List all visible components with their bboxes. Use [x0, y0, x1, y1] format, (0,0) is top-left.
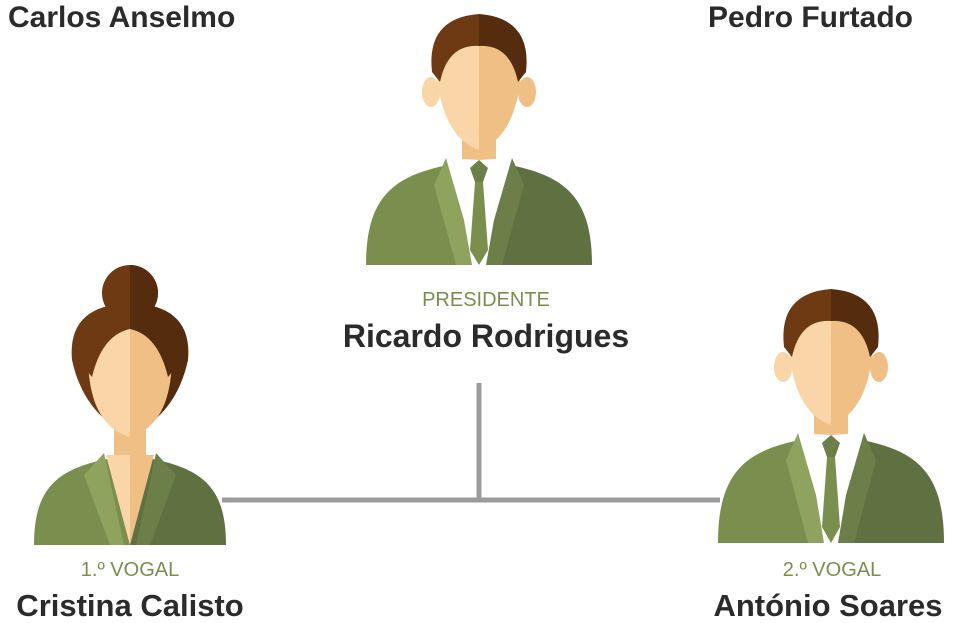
president-avatar: [366, 14, 592, 265]
top-left-name: Carlos Anselmo: [8, 1, 236, 34]
vogal-1-avatar: [34, 265, 226, 545]
vogal-1-role: 1.º VOGAL: [80, 559, 180, 581]
vogal-2-name: António Soares: [713, 588, 943, 623]
vogal-2-role: 2.º VOGAL: [782, 559, 882, 581]
vogal-1-name: Cristina Calisto: [16, 588, 244, 623]
top-right-name: Pedro Furtado: [708, 1, 914, 34]
vogal-2-avatar: [718, 289, 944, 543]
president-name: Ricardo Rodrigues: [342, 318, 630, 354]
president-role: PRESIDENTE: [422, 289, 550, 311]
